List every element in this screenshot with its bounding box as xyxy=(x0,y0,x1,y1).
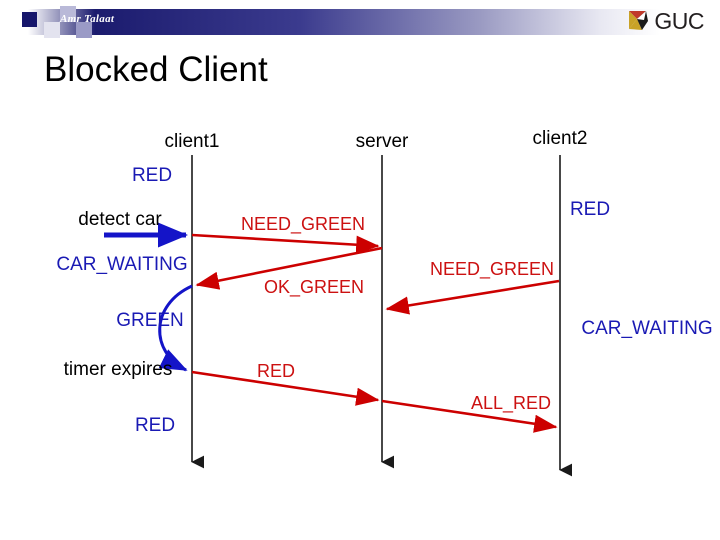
participant-label-client1: client1 xyxy=(165,131,220,152)
state-label-client1-red-1: RED xyxy=(132,165,172,186)
message-need-green-c2-server xyxy=(385,279,560,315)
state-label-client1-red-2: RED xyxy=(135,415,175,436)
author-name: Amr Talaat xyxy=(60,13,115,25)
header-gradient-bar xyxy=(0,9,720,35)
slide-header: Amr Talaat GUC xyxy=(0,0,720,46)
participant-label-client2: client2 xyxy=(533,128,588,149)
header-deco-square-mid-lower xyxy=(76,22,92,38)
state-label-client2-red: RED xyxy=(570,199,610,220)
message-label-ok-green: OK_GREEN xyxy=(264,277,364,298)
state-label-client2-car-waiting: CAR_WAITING xyxy=(581,318,712,339)
message-label-red: RED xyxy=(257,361,295,381)
guc-emblem-icon xyxy=(629,11,649,30)
guc-wordmark: GUC xyxy=(654,7,704,34)
event-label-detect-car: detect car xyxy=(78,209,162,230)
page-title: Blocked Client xyxy=(44,50,268,89)
header-deco-square-dark xyxy=(22,12,37,27)
message-need-green-c1-server xyxy=(191,233,380,254)
message-label-all-red: ALL_RED xyxy=(471,393,551,414)
event-label-timer-expires: timer expires xyxy=(64,359,173,380)
event-timer-expires-selfloop xyxy=(158,284,193,372)
state-label-client1-car-waiting: CAR_WAITING xyxy=(56,254,187,275)
message-ok-green-server-c1 xyxy=(195,246,383,290)
header-deco-square-light xyxy=(44,22,60,38)
state-label-client1-green: GREEN xyxy=(116,310,184,331)
message-label-need-green-c2: NEED_GREEN xyxy=(430,259,554,280)
guc-logo: GUC xyxy=(626,6,704,36)
message-red-c1-server xyxy=(191,370,380,406)
message-all-red-server-c2 xyxy=(381,399,558,433)
message-label-need-green-c1: NEED_GREEN xyxy=(241,214,365,235)
participant-label-server: server xyxy=(356,131,409,152)
header-deco-square-mid-upper xyxy=(60,6,76,22)
